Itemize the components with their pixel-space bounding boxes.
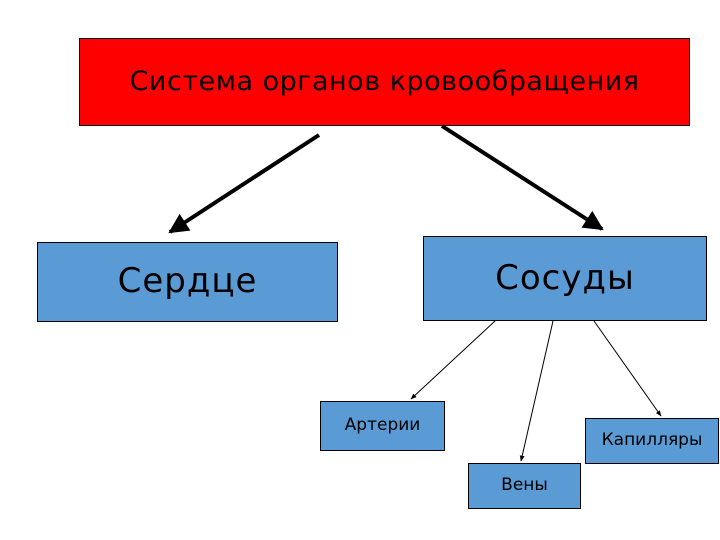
heart-node: Сердце [37, 242, 338, 322]
root-node: Система органов кровообращения [79, 38, 690, 126]
veins-node: Вены [468, 463, 581, 509]
arrow-root-to-heart [168, 133, 321, 234]
vessels-node: Сосуды [423, 236, 707, 321]
arrow-vessels-to-veins [519, 320, 554, 462]
arrow-vessels-to-arteries [410, 320, 496, 400]
arteries-node: Артерии [320, 401, 445, 451]
capillaries-node-label: Капилляры [601, 430, 703, 451]
root-node-label: Система органов кровообращения [129, 66, 640, 98]
heart-node-label: Сердце [117, 261, 258, 302]
veins-node-label: Вены [501, 475, 548, 496]
arrow-root-to-vessels [440, 124, 604, 231]
arrow-vessels-to-capillaries [593, 320, 662, 417]
arteries-node-label: Артерии [344, 415, 421, 436]
vessels-node-label: Сосуды [495, 257, 635, 298]
capillaries-node: Капилляры [585, 418, 719, 464]
